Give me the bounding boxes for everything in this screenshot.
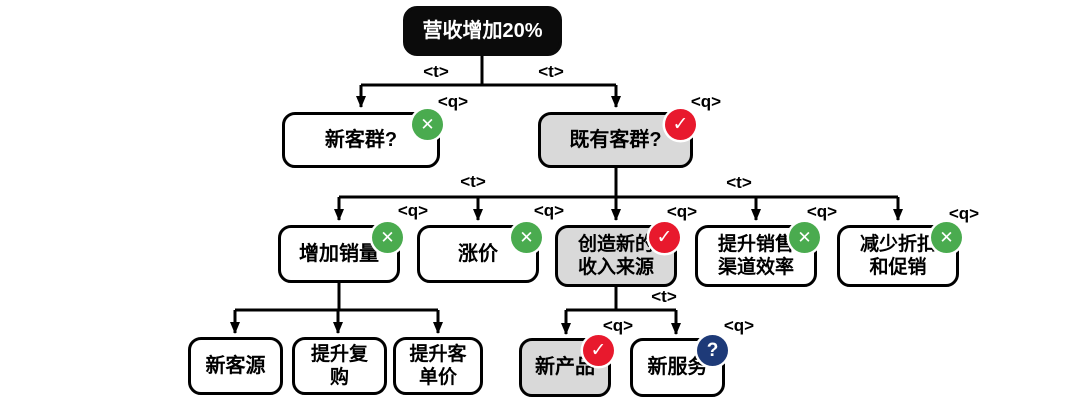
cross-icon: ✕	[511, 222, 542, 253]
node-new-product: 新产品 ✓	[519, 335, 614, 397]
node-repeat-purchase: 提升复 购	[292, 337, 387, 395]
question-icon: ?	[697, 335, 728, 366]
node-order-value: 提升客 单价	[393, 337, 483, 395]
node-reduce-discounts: 减少折扣 和促销 ✕	[837, 222, 962, 287]
node-label: 提升复 购	[310, 343, 368, 388]
edge-label-t: <t>	[423, 62, 449, 81]
node-label: 新客群?	[324, 128, 398, 151]
node-label: 既有客群?	[569, 128, 662, 151]
cross-icon: ✕	[931, 222, 962, 253]
node-label: 提升销售 渠道效率	[717, 233, 794, 278]
cross-icon: ✕	[789, 222, 820, 253]
node-label: 提升客 单价	[409, 343, 467, 388]
check-icon: ✓	[583, 335, 614, 366]
cross-icon: ✕	[412, 109, 443, 140]
node-new-revenue-source: 创造新的 收入来源 ✓	[555, 222, 680, 287]
node-raise-price: 涨价 ✕	[417, 222, 542, 283]
node-label: 新客源	[205, 354, 266, 377]
edge-label-t: <t>	[726, 173, 752, 192]
edge-label-q: <q>	[666, 202, 698, 221]
node-new-customer-sources: 新客源	[188, 337, 283, 395]
edge-label-q: <q>	[806, 202, 838, 221]
edge-label-q: <q>	[397, 201, 429, 220]
node-label: 营收增加20%	[422, 19, 543, 42]
check-icon: ✓	[665, 109, 696, 140]
edge-label-q: <q>	[723, 316, 755, 335]
check-icon: ✓	[649, 222, 680, 253]
cross-icon: ✕	[372, 222, 403, 253]
node-label: 新产品	[535, 356, 595, 379]
edge-label-t: <t>	[538, 62, 564, 81]
edge-label-q: <q>	[437, 92, 469, 111]
edge-label-q: <q>	[602, 316, 634, 335]
node-new-customers: 新客群? ✕	[282, 109, 443, 168]
edge-label-t: <t>	[651, 287, 677, 306]
edge-label-t: <t>	[460, 172, 486, 191]
node-new-service: 新服务 ?	[630, 335, 728, 397]
node-increase-volume: 增加销量 ✕	[278, 222, 403, 283]
node-label: 创造新的 收入来源	[577, 233, 654, 278]
node-revenue-goal: 营收增加20%	[403, 6, 562, 56]
node-channel-efficiency: 提升销售 渠道效率 ✕	[695, 222, 820, 287]
node-label: 新服务	[647, 356, 708, 379]
edge-label-q: <q>	[533, 201, 565, 220]
edge-label-q: <q>	[690, 92, 722, 111]
node-label: 减少折扣 和促销	[859, 233, 936, 278]
node-label: 涨价	[458, 242, 498, 265]
node-label: 增加销量	[299, 242, 379, 265]
edge-label-q: <q>	[948, 204, 980, 223]
node-existing-customers: 既有客群? ✓	[538, 109, 696, 168]
